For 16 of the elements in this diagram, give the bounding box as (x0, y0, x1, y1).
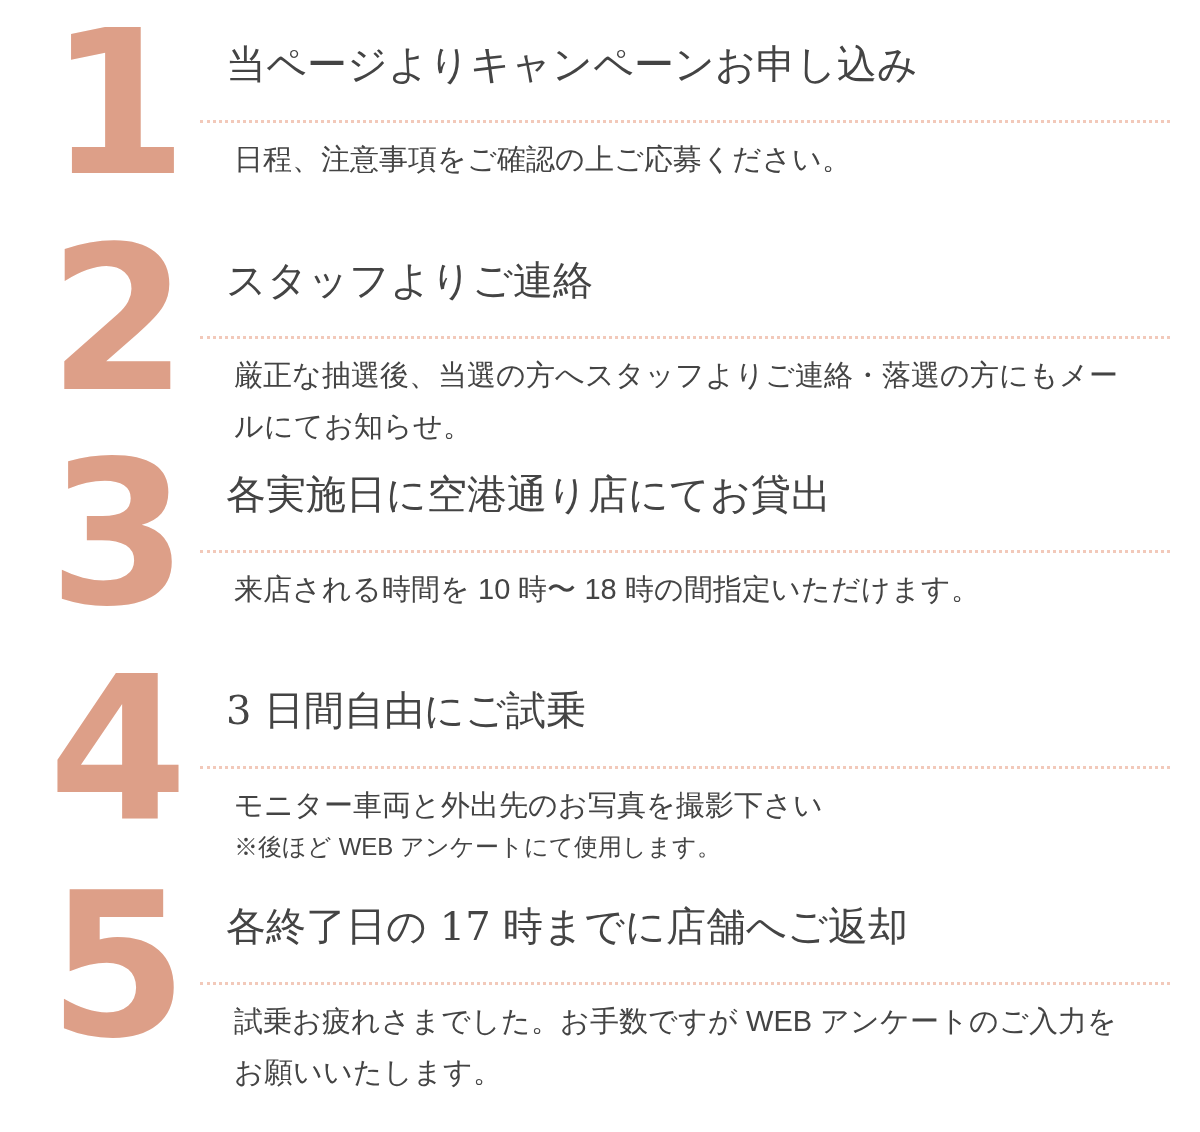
step-heading: 当ページよりキャンペーンお申し込み (226, 40, 918, 88)
step-description: 日程、注意事項をご確認の上ご応募ください。 (234, 142, 852, 177)
step-heading: 各実施日に空港通り店にてお貸出 (226, 470, 831, 518)
footnote: ※後ほど WEB アンケートにて使用します。 (234, 831, 722, 862)
step-heading: スタッフよりご連絡 (226, 256, 593, 304)
step-number: 2 (48, 220, 188, 420)
step-number: 1 (48, 4, 188, 204)
step-heading: 3 日間自由にご試乗 (226, 686, 587, 734)
step-number: 4 (48, 650, 188, 850)
step-description: モニター車両と外出先のお写真を撮影下さい (234, 788, 824, 823)
step-description: 厳正な抽選後、当選の方へスタッフよりご連絡・落選の方にもメールにてお知らせ。 (234, 358, 1119, 444)
step-number: 5 (48, 866, 188, 1066)
step-number: 3 (48, 434, 188, 634)
step-description: 試乗お疲れさまでした。お手数ですが WEB アンケートのご入力をお願いいたします。 (234, 1004, 1119, 1090)
step-heading: 各終了日の 17 時までに店舗へご返却 (226, 902, 909, 950)
step-description: 来店される時間を 10 時〜 18 時の間指定いただけます。 (234, 572, 981, 607)
